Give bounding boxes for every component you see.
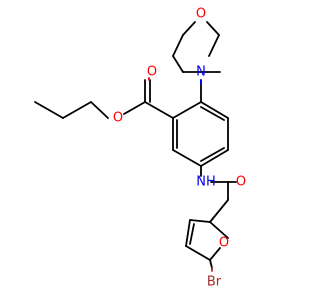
atom-label-oxygen: O xyxy=(147,65,157,80)
bond xyxy=(189,223,195,245)
bond xyxy=(144,101,174,119)
bond xyxy=(209,199,229,223)
bond xyxy=(200,101,229,119)
atom-label-bromine: Br xyxy=(207,275,222,290)
bond xyxy=(209,259,213,269)
bond xyxy=(185,245,211,261)
atom-label-nitrogen: N xyxy=(196,65,206,80)
atom-labels: O N O O NH O O Br xyxy=(113,7,246,290)
bond xyxy=(200,147,225,162)
bond xyxy=(200,149,229,167)
molecule-structure: O N O O NH O O Br xyxy=(34,7,246,290)
atom-label-nitrogen: NH xyxy=(196,175,216,190)
bond xyxy=(172,34,184,57)
bond xyxy=(90,101,109,119)
bond xyxy=(182,21,196,36)
bond xyxy=(209,221,229,239)
bond xyxy=(200,106,225,121)
bond xyxy=(206,21,220,36)
bond xyxy=(172,149,202,167)
bond xyxy=(208,34,220,57)
bond xyxy=(172,101,202,119)
bond xyxy=(123,101,146,115)
bond-lines xyxy=(34,21,237,272)
bond xyxy=(189,219,211,223)
bond xyxy=(172,55,184,73)
bond xyxy=(62,101,92,119)
atom-label-oxygen: O xyxy=(113,111,123,126)
bond xyxy=(34,101,64,119)
atom-label-oxygen: O xyxy=(236,175,246,190)
bond xyxy=(185,219,191,247)
atom-label-oxygen: O xyxy=(219,236,229,251)
atom-label-oxygen: O xyxy=(196,7,206,22)
bond xyxy=(209,247,221,261)
